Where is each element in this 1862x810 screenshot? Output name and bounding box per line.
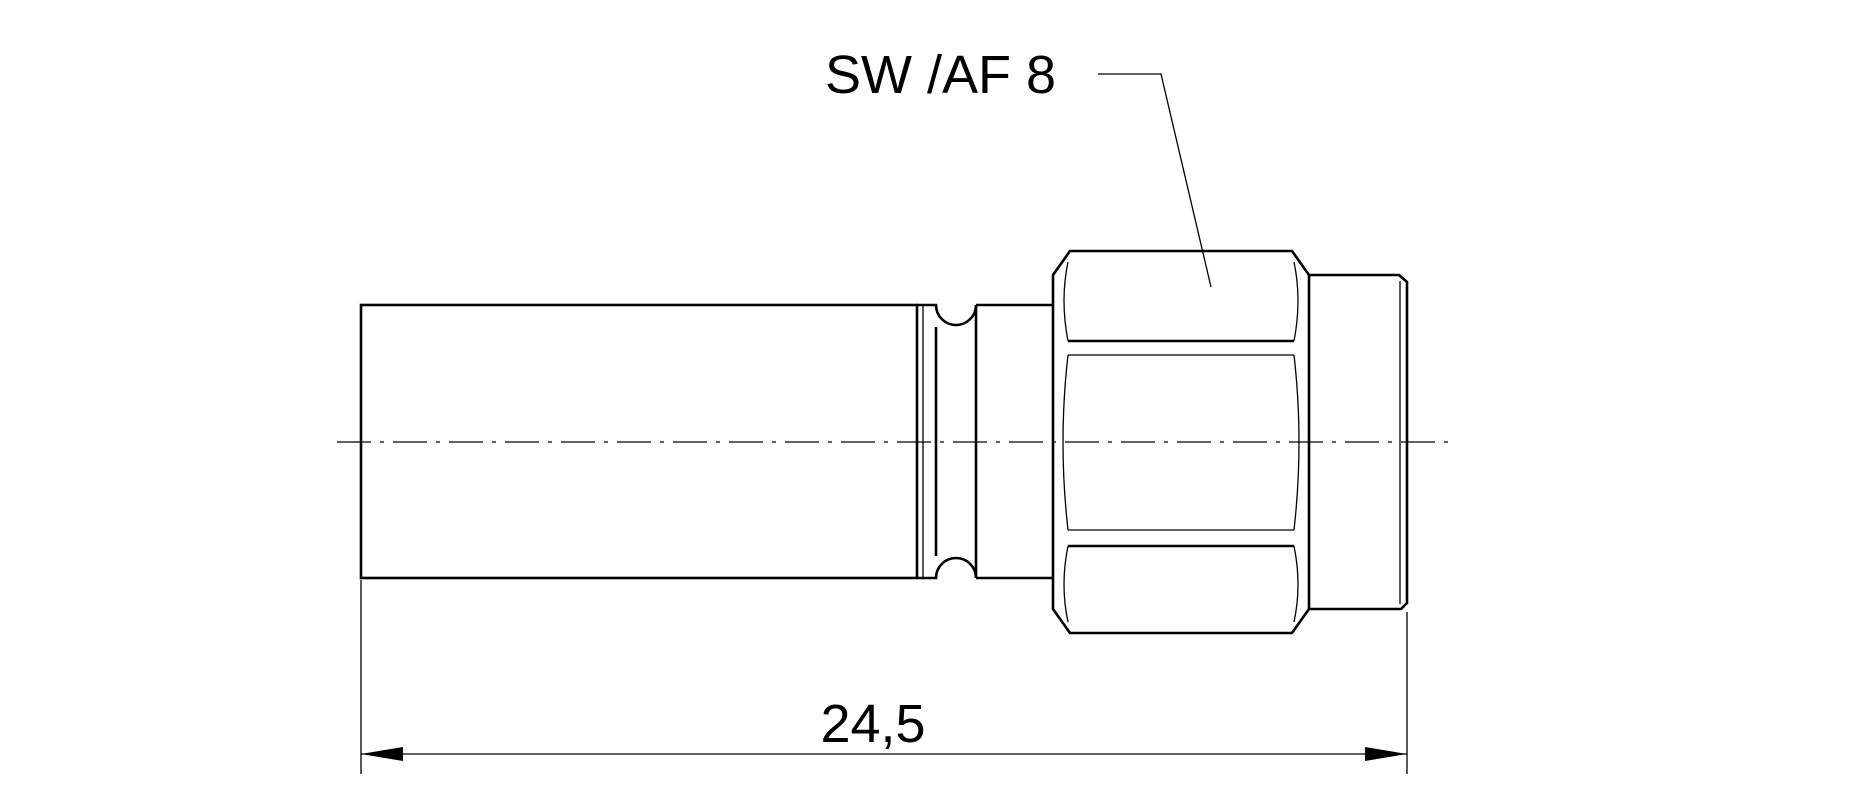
arrow-right-icon — [1365, 747, 1407, 761]
hex-size-label: SW /AF 8 — [825, 45, 1056, 105]
neck — [976, 303, 1053, 580]
leader-line — [1098, 73, 1212, 288]
length-dimension: 24,5 — [360, 580, 1408, 774]
length-dimension-label: 24,5 — [820, 694, 925, 754]
hex-nut — [1051, 249, 1311, 635]
hex-callout: SW /AF 8 — [825, 45, 1212, 288]
arrow-left-icon — [361, 747, 403, 761]
connector-body — [359, 249, 1409, 635]
